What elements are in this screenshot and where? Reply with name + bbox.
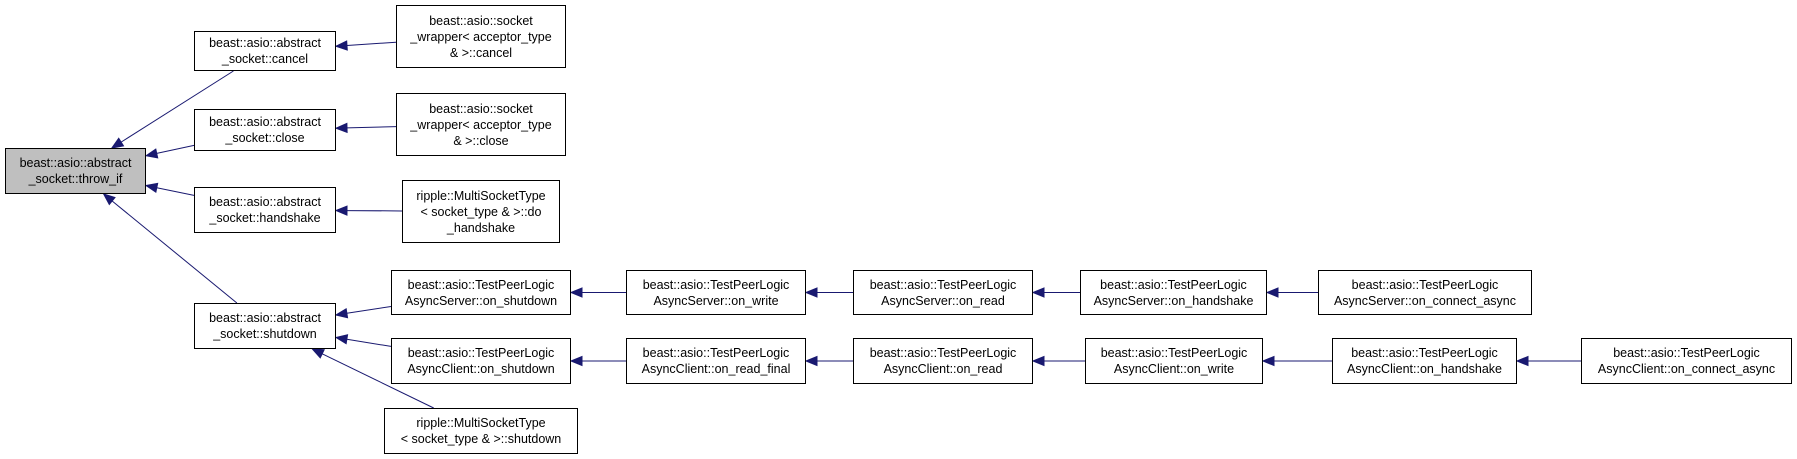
arrowhead-cli_on_handshake-to-cli_on_write <box>1261 355 1275 367</box>
node-server-on-connect-async[interactable]: beast::asio::TestPeerLogic AsyncServer::… <box>1318 270 1532 315</box>
node-server-on-read[interactable]: beast::asio::TestPeerLogic AsyncServer::… <box>853 270 1033 315</box>
node-client-on-handshake[interactable]: beast::asio::TestPeerLogic AsyncClient::… <box>1332 338 1517 384</box>
node-socket-wrapper-cancel[interactable]: beast::asio::socket _wrapper< acceptor_t… <box>396 5 566 68</box>
arrowhead-srv_on_connect_async-to-srv_on_handshake <box>1265 287 1279 298</box>
edge-mst_shutdown-to-shutdown <box>321 353 434 409</box>
node-cancel[interactable]: beast::asio::abstract _socket::cancel <box>194 31 336 71</box>
node-server-on-write[interactable]: beast::asio::TestPeerLogic AsyncServer::… <box>626 270 806 315</box>
arrowhead-mst_do_handshake-to-handshake <box>334 205 348 216</box>
edge-close-to-throw_if <box>156 144 195 154</box>
node-server-on-handshake[interactable]: beast::asio::TestPeerLogic AsyncServer::… <box>1080 270 1267 315</box>
node-server-on-shutdown[interactable]: beast::asio::TestPeerLogic AsyncServer::… <box>391 270 571 315</box>
arrowhead-srv_on_shutdown-to-shutdown <box>334 308 349 319</box>
arrowhead-sw_cancel-to-cancel <box>334 40 348 51</box>
arrowhead-cancel-to-throw_if <box>110 137 125 149</box>
node-shutdown[interactable]: beast::asio::abstract _socket::shutdown <box>194 303 336 349</box>
node-throw-if[interactable]: beast::asio::abstract _socket::throw_if <box>5 148 146 194</box>
edge-sw_cancel-to-cancel <box>346 41 397 46</box>
arrowhead-handshake-to-throw_if <box>144 182 159 193</box>
edge-shutdown-to-throw_if <box>111 200 238 304</box>
node-client-on-read[interactable]: beast::asio::TestPeerLogic AsyncClient::… <box>853 338 1033 384</box>
arrowhead-cli_on_read_final-to-cli_on_shutdown <box>569 355 583 367</box>
arrowhead-cli_on_write-to-cli_on_read <box>1031 355 1045 367</box>
arrowhead-cli_on_read-to-cli_on_read_final <box>804 355 818 367</box>
arrowhead-close-to-throw_if <box>144 148 159 159</box>
node-client-on-write[interactable]: beast::asio::TestPeerLogic AsyncClient::… <box>1085 338 1263 384</box>
arrowhead-srv_on_read-to-srv_on_write <box>804 287 818 298</box>
arrowhead-srv_on_write-to-srv_on_shutdown <box>569 287 583 298</box>
edge-handshake-to-throw_if <box>156 187 195 196</box>
arrowhead-sw_close-to-close <box>334 122 348 134</box>
edge-cli_on_shutdown-to-shutdown <box>346 338 392 347</box>
arrowhead-mst_shutdown-to-shutdown <box>311 348 325 359</box>
node-close[interactable]: beast::asio::abstract _socket::close <box>194 109 336 151</box>
arrowhead-srv_on_handshake-to-srv_on_read <box>1031 287 1045 298</box>
node-socket-wrapper-close[interactable]: beast::asio::socket _wrapper< acceptor_t… <box>396 93 566 156</box>
arrowhead-cli_on_connect_async-to-cli_on_handshake <box>1515 355 1529 367</box>
edge-srv_on_shutdown-to-shutdown <box>346 305 392 314</box>
node-handshake[interactable]: beast::asio::abstract _socket::handshake <box>194 187 336 233</box>
node-multisocket-shutdown[interactable]: ripple::MultiSocketType < socket_type & … <box>384 408 578 454</box>
arrowhead-shutdown-to-throw_if <box>102 193 116 206</box>
arrowhead-cli_on_shutdown-to-shutdown <box>334 334 349 345</box>
node-client-on-shutdown[interactable]: beast::asio::TestPeerLogic AsyncClient::… <box>391 338 571 384</box>
node-client-on-connect-async[interactable]: beast::asio::TestPeerLogic AsyncClient::… <box>1581 338 1792 384</box>
edge-cancel-to-throw_if <box>120 70 234 143</box>
node-multisocket-do-handshake[interactable]: ripple::MultiSocketType < socket_type & … <box>402 180 560 243</box>
node-client-on-read-final[interactable]: beast::asio::TestPeerLogic AsyncClient::… <box>626 338 806 384</box>
edge-sw_close-to-close <box>346 126 397 129</box>
